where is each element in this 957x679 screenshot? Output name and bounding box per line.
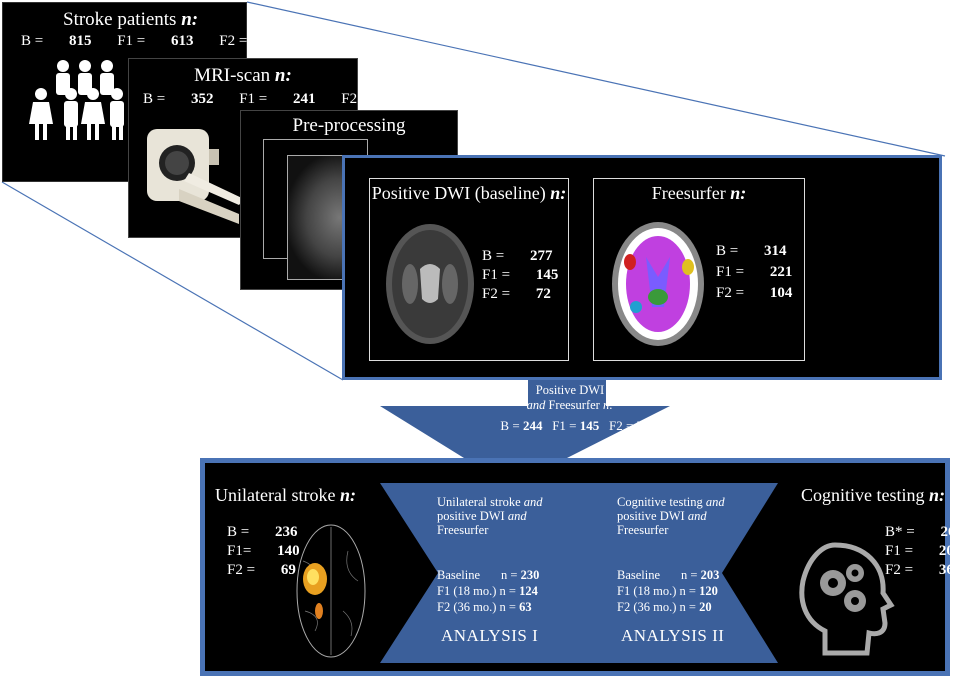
cognitive-counts: B* = 264 F1 = 202 F2 = 36: [885, 524, 957, 578]
stroke-brain-image: [296, 524, 366, 658]
mri-scan-counts: B = 352 F1 = 241 F2 = 111: [143, 91, 416, 107]
analyses-panel: Unilateral stroke n: B = 236 F1= 140 F2 …: [200, 458, 957, 676]
analysis-2-row: F1 (18 mo.) n = 120: [617, 584, 718, 598]
analysis-2-title: ANALYSIS II: [621, 626, 725, 645]
analysis-1-row: F2 (36 mo.) n = 63: [437, 600, 532, 614]
preprocessing-title: Pre-processing: [292, 115, 406, 136]
combined-counts: B = 244 F1 = 145 F2 = 72: [500, 418, 650, 433]
mri-scanner-icon: [147, 129, 244, 224]
positive-dwi-title: Positive DWI (baseline): [371, 183, 546, 203]
positive-dwi-box: Positive DWI (baseline) n: B = 277 F1 = …: [369, 178, 569, 361]
freesurfer-title: Freesurfer: [651, 183, 726, 203]
stroke-patients-title: Stroke patients: [63, 9, 177, 30]
positive-dwi-counts: B = 277 F1 = 145 F2 = 72: [482, 248, 559, 302]
analysis-1-title: ANALYSIS I: [441, 626, 539, 645]
analysis-2-chevron: [610, 483, 778, 663]
analysis-2-row: F2 (36 mo.) n = 20: [617, 600, 712, 614]
combined-label: Positive DWI and Freesurfer n:: [526, 383, 614, 412]
unilateral-counts: B = 236 F1= 140 F2 = 69: [227, 524, 300, 578]
analysis-1-row: F1 (18 mo.) n = 124: [437, 584, 538, 598]
head-gears-icon: [799, 542, 895, 656]
combined-down-arrow: [380, 380, 670, 458]
analysis-1-chevron: [380, 483, 620, 663]
analysis-1-description: Unilateral stroke and positive DWI and F…: [437, 495, 543, 537]
freesurfer-box: Freesurfer n: B = 314 F1 = 221 F2 = 104: [593, 178, 805, 361]
freesurfer-counts: B = 314 F1 = 221 F2 = 104: [716, 243, 793, 301]
cognitive-title: Cognitive testing: [801, 485, 925, 505]
stroke-patients-counts: B = 815 F1 = 613 F2 = 451: [21, 33, 296, 49]
freesurfer-brain-image: [612, 222, 704, 346]
unilateral-title: Unilateral stroke: [215, 485, 336, 505]
analysis-2-description: Cognitive testing and positive DWI and F…: [617, 495, 725, 537]
brain-analysis-panel: Positive DWI (baseline) n: B = 277 F1 = …: [342, 155, 942, 380]
dwi-brain-image: [386, 224, 474, 344]
people-icon: [29, 60, 124, 140]
mri-scan-title: MRI-scan: [194, 65, 271, 86]
